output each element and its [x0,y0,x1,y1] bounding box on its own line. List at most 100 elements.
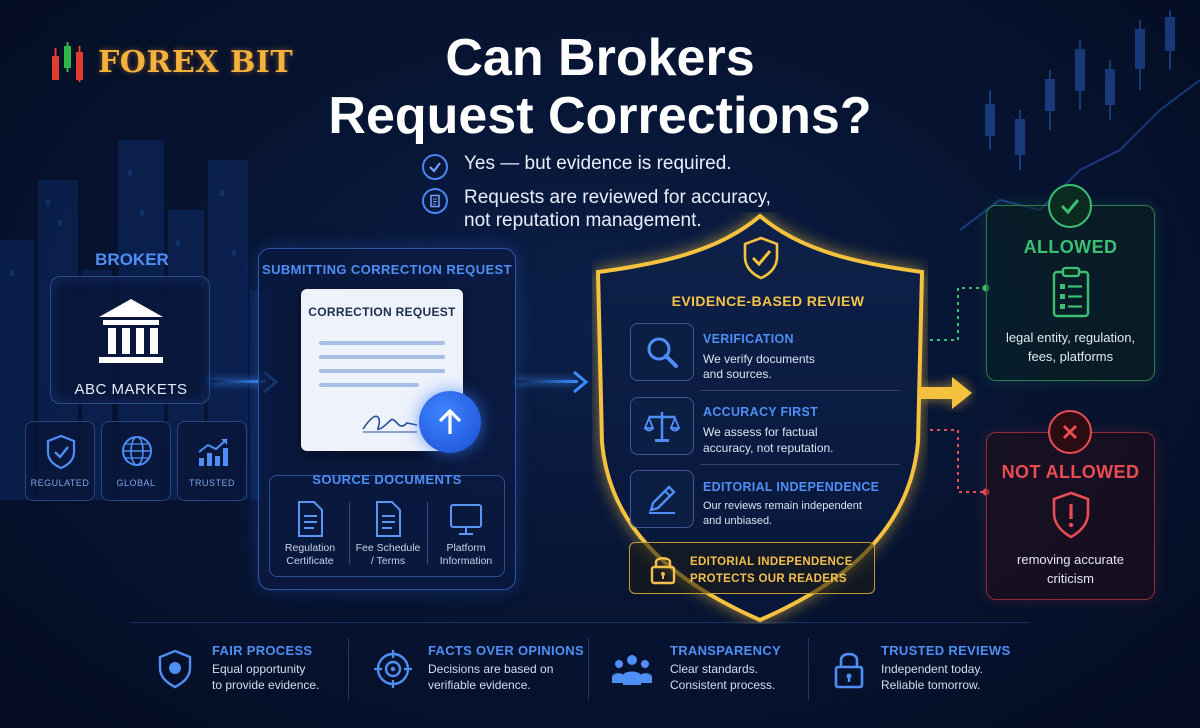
shield-icon [154,648,196,690]
source-documents-title: SOURCE DOCUMENTS [312,472,462,487]
text-line [319,383,419,387]
protect-line-1: EDITORIAL INDEPENDENCE [690,556,853,568]
brand-logo: FOREX BIT [50,40,300,84]
footer-desc-line-2: verifiable evidence. [428,678,531,692]
branch-connectors [930,284,990,496]
divider [349,502,350,564]
badge-label: TRUSTED [189,478,235,488]
clipboard-checklist-icon [1052,266,1090,318]
step-desc-line-1: We assess for factual [703,425,818,439]
divider [348,638,349,700]
footer-desc-line-1: Clear standards. [670,662,759,676]
footer-title: FACTS OVER OPINIONS [428,643,584,658]
document-title: CORRECTION REQUEST [308,305,456,319]
badge-trusted: TRUSTED [177,421,247,501]
badge-label: GLOBAL [116,478,156,488]
allowed-text-line-2: fees, platforms [1027,349,1114,364]
decision-arrow [920,377,972,409]
protect-text: EDITORIAL INDEPENDENCE PROTECTS OUR READ… [690,554,853,588]
footer-desc: Decisions are based on verifiable eviden… [428,661,553,693]
footer-title: FAIR PROCESS [212,643,313,658]
source-label-line-1: Fee Schedule [355,542,421,554]
allowed-card [986,205,1155,381]
footer-desc-line-1: Decisions are based on [428,662,554,676]
badge-regulated: REGULATED [25,421,95,501]
allowed-text-line-1: legal entity, regulation, [1005,330,1136,345]
flow-arrow [210,380,266,383]
source-label-line-2: Information [439,555,493,567]
text-line [319,341,445,345]
file-icon [298,501,323,537]
close-icon [1062,424,1078,440]
intro-text: Yes — but evidence is required. [464,153,732,174]
document-icon [422,188,448,214]
source-fee-schedule: Fee Schedule / Terms [350,500,426,568]
step-desc-line-2: and unbiased. [703,515,773,527]
monitor-icon [450,504,482,535]
step-title: EDITORIAL INDEPENDENCE [703,480,880,494]
divider [588,638,589,700]
not-allowed-text-line-2: criticism [1047,571,1094,586]
shield-check-icon [46,434,76,470]
text-line [319,355,445,359]
lock-icon [828,648,870,690]
protect-readers-banner: EDITORIAL INDEPENDENCE PROTECTS OUR READ… [629,542,875,594]
not-allowed-title: NOT ALLOWED [1001,462,1140,482]
step-desc-line-1: Our reviews remain independent [703,500,862,512]
source-label-line-2: / Terms [370,555,406,567]
step-desc-line-1: We verify documents [703,352,815,366]
page-title-line-1: Can Brokers [445,29,755,87]
divider [700,390,900,391]
broker-name: ABC MARKETS [74,381,188,398]
intro-text-line-1: Requests are reviewed for accuracy, [464,187,771,208]
check-icon [1060,199,1080,215]
footer-desc: Independent today. Reliable tomorrow. [881,661,983,693]
divider [700,464,900,465]
text-line [319,369,445,373]
step-desc-line-2: accuracy, not reputation. [703,441,834,455]
footer-desc-line-2: Consistent process. [670,678,776,692]
source-regulation-certificate: Regulation Certificate [272,500,348,568]
protect-line-2: PROTECTS OUR READERS [690,573,847,585]
footer-desc: Clear standards. Consistent process. [670,661,775,693]
not-allowed-badge [1048,410,1092,454]
magnifier-icon [647,337,678,368]
footer-divider [130,622,1030,623]
page-title-line-2: Request Corrections? [328,87,872,145]
footer-desc-line-2: Reliable tomorrow. [881,678,981,692]
globe-icon [122,436,152,466]
target-icon [372,648,414,690]
shield-alert-icon [1052,491,1090,539]
flow-arrow [516,380,578,383]
source-label-line-1: Platform [446,542,486,554]
trend-chart-icon [198,438,228,466]
allowed-badge [1048,184,1092,228]
footer-title: TRUSTED REVIEWS [881,643,1011,658]
divider [427,502,428,564]
step-title: ACCURACY FIRST [703,405,819,419]
footer-desc: Equal opportunity to provide evidence. [212,661,319,693]
intro-text-line-2: not reputation management. [464,210,702,231]
step-desc-line-2: and sources. [703,367,772,381]
step-title: VERIFICATION [703,332,794,346]
signature-icon [362,415,418,433]
people-icon [611,648,653,690]
lock-icon [650,557,676,585]
review-title: EVIDENCE-BASED REVIEW [671,293,865,309]
footer-desc-line-1: Equal opportunity [212,662,306,676]
badge-label: REGULATED [30,478,90,488]
arrow-head-icon [573,370,589,394]
candlestick-decoration [960,10,1200,231]
file-icon [376,501,401,537]
upload-button[interactable] [419,391,481,453]
submission-panel: SUBMITTING CORRECTION REQUEST CORRECTION… [258,248,516,590]
accuracy-step-icon-box [630,397,694,455]
footer-desc-line-2: to provide evidence. [212,678,320,692]
check-circle-icon [422,154,448,180]
arrow-up-icon [438,408,462,434]
bars-logo-icon [52,42,83,82]
scales-icon [643,412,681,442]
pen-icon [649,485,676,514]
not-allowed-text-line-1: removing accurate [1017,552,1124,567]
verification-step-icon-box [630,323,694,381]
